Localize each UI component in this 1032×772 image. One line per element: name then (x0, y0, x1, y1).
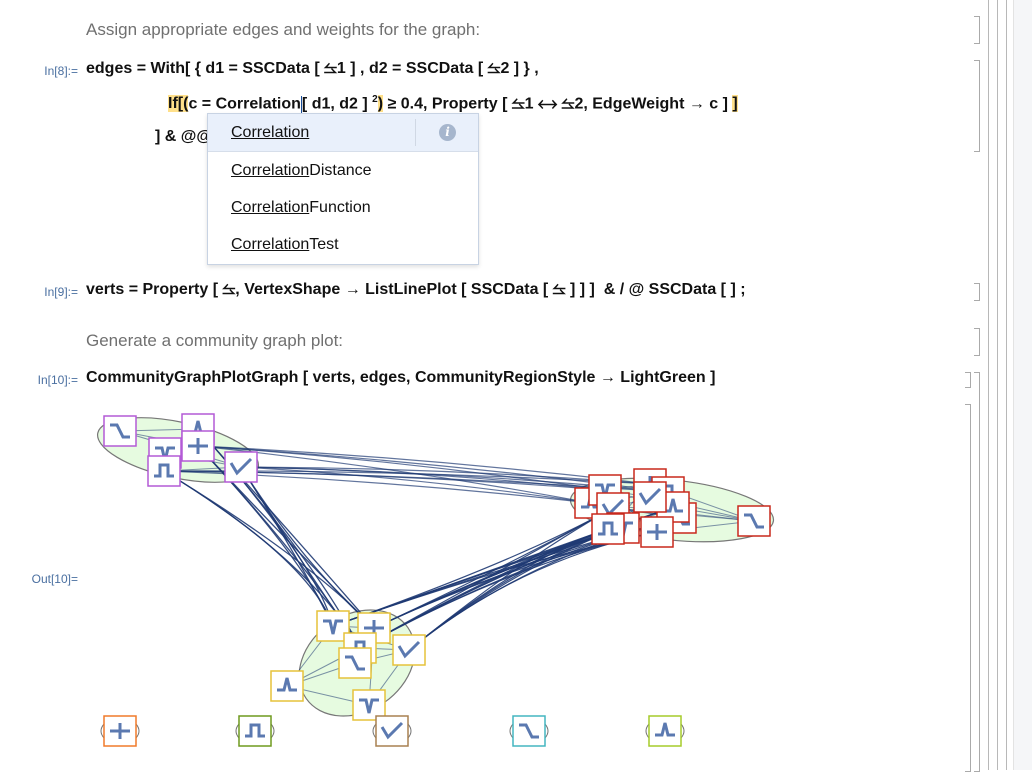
vertex-sparkline-icon (277, 677, 297, 692)
isolated-vertex (238, 715, 272, 747)
cell-bracket[interactable] (974, 283, 980, 301)
graph-vertex (591, 513, 625, 545)
bracket-open: [ (177, 95, 184, 113)
vertex-sparkline-icon (110, 723, 130, 739)
autocomplete-item-correlationfunction[interactable]: CorrelationFunction (208, 189, 478, 226)
correlation-text: c = Correlation (188, 95, 301, 113)
graph-edge (332, 507, 614, 627)
graph-vertex (270, 670, 304, 702)
graph-vertex (352, 689, 386, 721)
group-bracket-line (1006, 0, 1007, 770)
if-keyword: If (168, 95, 178, 113)
code-line-3[interactable]: ] & @@ (155, 128, 212, 145)
graph-edge (408, 531, 658, 651)
info-icon[interactable]: i (439, 124, 456, 141)
condition-text: ≥ 0.4, Property [ ⥦1 ⟷ ⥦2, EdgeWeight → … (383, 95, 733, 113)
vertex-sparkline-icon (188, 438, 208, 454)
vertex-sparkline-icon (323, 619, 343, 635)
vertex-sparkline-icon (601, 498, 625, 517)
vertex-sparkline-icon (744, 513, 764, 529)
vertex-sparkline-icon (655, 722, 675, 737)
graph-edge (240, 466, 375, 629)
text-cell-edges: Assign appropriate edges and weights for… (86, 20, 481, 39)
item-prefix: Correlation (231, 162, 310, 179)
paren-close: ) (377, 95, 384, 113)
item-prefix: Correlation (231, 124, 310, 141)
graph-vertex (147, 455, 181, 487)
graph-edge (373, 507, 614, 629)
input-label-8: In[8]:= (44, 64, 78, 78)
item-prefix: Correlation (231, 199, 310, 216)
cell-bracket[interactable] (974, 60, 980, 152)
community-graph-plot[interactable] (0, 0, 1000, 770)
code-community-plot[interactable]: CommunityGraphPlotGraph [ verts, edges, … (86, 369, 716, 386)
paren-open: ( (183, 95, 189, 113)
vertex-sparkline-icon (638, 487, 662, 506)
exponent: 2 (372, 94, 378, 105)
vertex-sparkline-icon (245, 723, 265, 738)
graph-edge (163, 470, 592, 504)
text-cell-community: Generate a community graph plot: (86, 331, 344, 350)
input-label-9: In[9]:= (44, 285, 78, 299)
code-line-1[interactable]: edges = With[ { d1 = SSCData [ ⥦1 ] , d2… (86, 60, 539, 77)
vertex-sparkline-icon (229, 457, 253, 476)
code-line-2[interactable]: If[(c = Correlation[ d1, d2 ] 2) ≥ 0.4, … (168, 94, 738, 113)
self-loop-edge (645, 723, 685, 739)
vertex-sparkline-icon (663, 498, 683, 513)
text-cursor (300, 95, 302, 113)
graph-vertex (316, 610, 350, 642)
self-loop-edge (100, 723, 140, 739)
separator (415, 119, 416, 146)
vertex-sparkline-icon (110, 423, 130, 439)
vertex-sparkline-icon (647, 524, 667, 540)
graph-edge (240, 466, 592, 504)
item-suffix: Distance (309, 162, 372, 179)
autocomplete-item-correlationtest[interactable]: CorrelationTest (208, 226, 478, 263)
isolated-vertex (648, 715, 682, 747)
item-prefix: Correlation (231, 236, 310, 253)
vertex-sparkline-icon (380, 721, 404, 740)
vertex-sparkline-icon (598, 521, 618, 536)
vertex-sparkline-icon (154, 463, 174, 478)
vertex-sparkline-icon (359, 698, 379, 714)
self-loop-edge (235, 723, 275, 739)
cell-bracket[interactable] (965, 404, 971, 772)
item-suffix: Test (309, 236, 339, 253)
autocomplete-item-correlation[interactable]: Correlation i (208, 114, 478, 152)
input-label-10: In[10]:= (37, 373, 78, 387)
vertex-sparkline-icon (345, 655, 365, 671)
vertex-sparkline-icon (519, 723, 539, 739)
code-verts[interactable]: verts = Property [ ⥦, VertexShape → List… (86, 281, 746, 298)
cell-bracket[interactable] (965, 372, 971, 388)
self-loop-edge (372, 723, 412, 739)
graph-edge (408, 528, 609, 651)
graph-edge (163, 470, 375, 629)
group-bracket-line (988, 0, 989, 770)
graph-edge (163, 470, 334, 627)
cell-bracket[interactable] (974, 16, 980, 44)
group-bracket-line (997, 0, 998, 770)
self-loop-edge (509, 723, 549, 739)
autocomplete-item-correlationdistance[interactable]: CorrelationDistance (208, 152, 478, 189)
output-label-10: Out[10]= (31, 572, 78, 586)
bracket-close: ] (732, 95, 738, 113)
vertex-sparkline-icon (397, 640, 421, 659)
graph-vertex (633, 481, 667, 513)
item-suffix: Function (309, 199, 371, 216)
args-text: [ d1, d2 ] (301, 95, 373, 113)
cell-group-bracket[interactable] (974, 372, 980, 772)
scrollbar[interactable] (1013, 0, 1032, 770)
cell-bracket[interactable] (974, 328, 980, 356)
graph-edge (332, 528, 609, 627)
